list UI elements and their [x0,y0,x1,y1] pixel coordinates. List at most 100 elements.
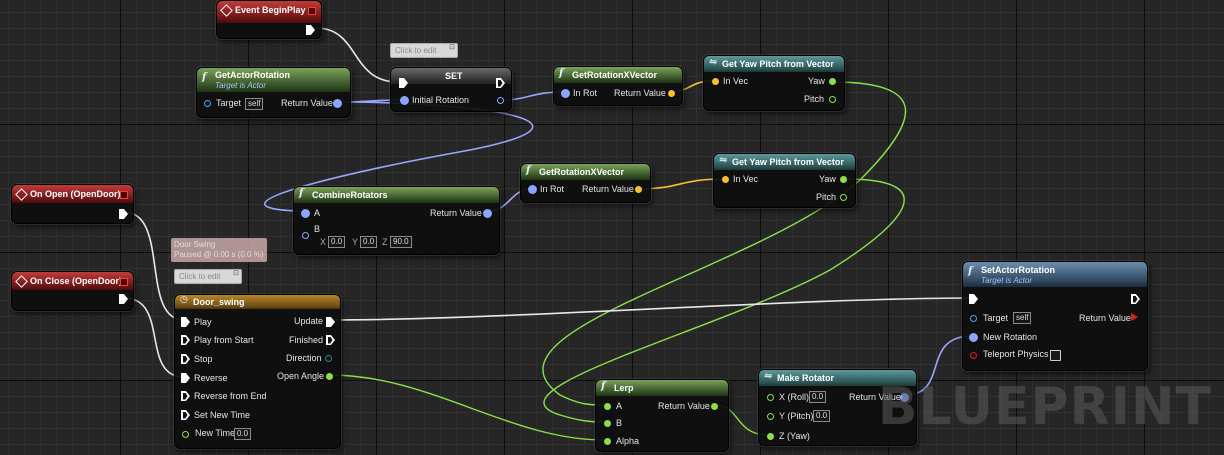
node-title: SetActorRotation [981,265,1055,275]
node-get-actor-rotation[interactable]: f GetActorRotation Target is Actor Targe… [196,67,351,118]
node-title: GetRotationXVector [572,70,658,80]
exec-out-pin[interactable] [119,209,128,219]
alpha-pin[interactable] [604,438,611,445]
direction-pin[interactable] [325,355,332,362]
return-value-pin[interactable] [635,186,642,193]
b-pin[interactable] [302,232,309,239]
return-value-label: Return Value [582,184,634,194]
delegate-pin-icon[interactable] [120,278,128,286]
y-pitch-value-field[interactable]: 0.0 [813,410,831,422]
node-get-yaw-pitch-1[interactable]: ⇋ Get Yaw Pitch from Vector In Vec Yaw P… [703,55,845,111]
open-angle-pin[interactable] [326,373,333,380]
teleport-physics-checkbox[interactable] [1050,350,1061,361]
node-title: GetRotationXVector [539,167,625,177]
a-pin[interactable] [604,403,611,410]
update-pin[interactable] [326,317,335,327]
target-value-field[interactable]: self [1013,312,1032,324]
node-lerp[interactable]: f Lerp A Return Value B Alpha [595,379,729,452]
teleport-physics-label: Teleport Physics [983,349,1049,359]
node-make-rotator[interactable]: ⇋ Make Rotator X (Roll) 0.0 Return Value… [758,369,917,446]
a-pin[interactable] [302,210,309,217]
in-vec-pin[interactable] [712,78,719,85]
target-pin[interactable] [204,100,211,107]
delegate-pin-icon[interactable] [308,7,316,15]
teleport-physics-pin[interactable] [970,352,977,359]
event-diamond-icon [15,275,28,288]
node-set[interactable]: SET Initial Rotation [390,67,512,112]
return-value-pin[interactable] [668,90,675,97]
exec-in-pin[interactable] [399,78,408,88]
target-value-field[interactable]: self [245,98,264,110]
exec-out-pin[interactable] [496,78,505,88]
z-yaw-pin[interactable] [767,433,774,440]
z-value-field[interactable]: 90.0 [390,236,412,248]
node-title: On Close (OpenDoor) [30,276,122,286]
return-value-label: Return Value [1079,313,1131,323]
in-rot-pin[interactable] [562,90,569,97]
node-header: f Lerp [596,380,728,396]
finished-pin[interactable] [326,335,335,345]
return-value-pin[interactable] [901,394,908,401]
timeline-comment-bubble[interactable]: Click to edit [174,269,242,284]
node-header: f GetRotationXVector [554,67,682,83]
node-event-beginplay[interactable]: Event BeginPlay [216,0,322,39]
set-output-pin[interactable] [497,97,504,104]
reverse-from-end-pin[interactable] [181,391,190,401]
node-on-open[interactable]: On Open (OpenDoor) [11,184,134,224]
pitch-pin[interactable] [840,194,847,201]
y-value-field[interactable]: 0.0 [360,236,378,248]
return-value-label: Return Value [281,98,333,108]
direction-label: Direction [286,353,322,363]
return-value-pin[interactable] [711,403,718,410]
return-value-pin[interactable] [334,100,341,107]
in-rot-pin[interactable] [529,186,536,193]
delegate-pin-icon[interactable] [120,191,128,199]
node-combine-rotators[interactable]: f CombineRotators A Return Value B X 0.0… [293,186,500,255]
z-label: Z [382,237,388,247]
set-new-time-pin[interactable] [181,410,190,420]
node-set-actor-rotation[interactable]: f SetActorRotation Target is Actor Targe… [962,261,1148,371]
x-roll-pin[interactable] [767,394,774,401]
pitch-label: Pitch [816,192,837,202]
alpha-label: Alpha [616,436,640,446]
node-header: Event BeginPlay [217,1,321,23]
node-title: On Open (OpenDoor) [30,189,121,199]
a-label: A [616,401,623,411]
function-icon: f [559,68,564,79]
exec-out-pin[interactable] [1131,294,1140,304]
stop-pin[interactable] [181,354,190,364]
in-vec-pin[interactable] [722,176,729,183]
b-pin[interactable] [604,420,611,427]
new-rotation-pin[interactable] [970,334,977,341]
return-value-pin[interactable] [484,210,491,217]
new-time-pin[interactable] [182,431,189,438]
play-pin[interactable] [181,317,190,327]
exec-out-pin[interactable] [306,25,315,35]
return-value-label: Return Value [658,401,710,411]
initial-rotation-pin[interactable] [401,97,408,104]
x-value-field[interactable]: 0.0 [328,236,346,248]
node-subtitle: Target is Actor [215,81,266,90]
pitch-pin[interactable] [829,96,836,103]
node-header: f GetRotationXVector [521,164,650,180]
yaw-pin[interactable] [840,176,847,183]
yaw-pin[interactable] [829,78,836,85]
exec-out-pin[interactable] [119,294,128,304]
node-door-swing-timeline[interactable]: ◷ Door_swing Play Play from Start Stop R… [174,294,341,449]
math-icon: ⇋ [719,155,728,166]
y-pitch-pin[interactable] [767,413,774,420]
node-get-yaw-pitch-2[interactable]: ⇋ Get Yaw Pitch from Vector In Vec Yaw P… [713,153,856,208]
node-on-close[interactable]: On Close (OpenDoor) [11,271,134,311]
node-get-rotation-x-vector-2[interactable]: f GetRotationXVector In Rot Return Value [520,163,651,203]
reverse-pin[interactable] [181,373,190,383]
play-from-start-pin[interactable] [181,335,190,345]
exec-in-pin[interactable] [969,294,978,304]
comment-text: Click to edit [179,272,221,281]
target-pin[interactable] [970,315,977,322]
set-comment-bubble[interactable]: Click to edit [390,43,458,58]
node-get-rotation-x-vector-1[interactable]: f GetRotationXVector In Rot Return Value [553,66,683,106]
return-value-pin[interactable] [1131,313,1138,321]
new-time-value-field[interactable]: 0.0 [234,428,252,440]
x-roll-value-field[interactable]: 0.0 [809,391,827,403]
